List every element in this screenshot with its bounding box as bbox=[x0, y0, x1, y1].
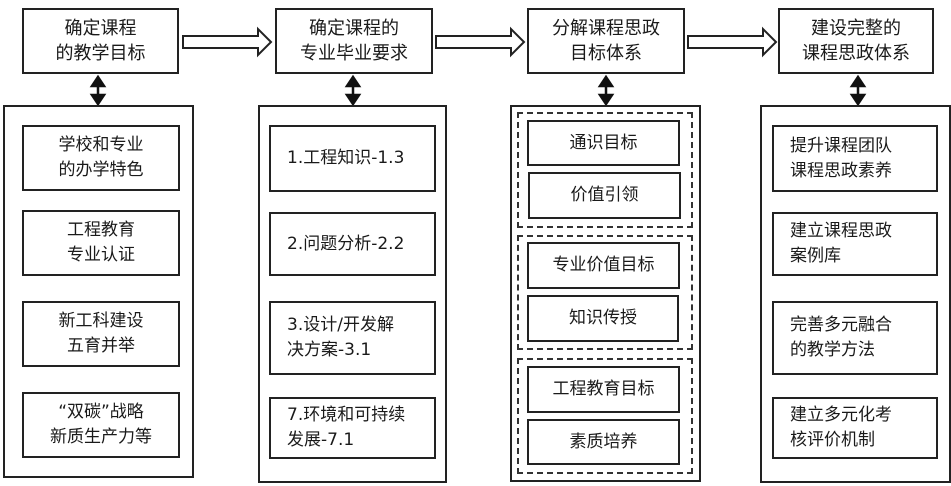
step-box-3: 分解课程思政 目标体系 bbox=[527, 8, 685, 74]
step-title: 确定课程 的教学目标 bbox=[55, 18, 146, 64]
double-arrow-col2 bbox=[344, 74, 362, 107]
focus-box: 知识传授 bbox=[527, 295, 679, 342]
item-text: 1.工程知识-1.3 bbox=[287, 148, 405, 168]
item-text: 新工科建设 五育并举 bbox=[58, 311, 144, 356]
item-text: 3.设计/开发解 决方案-3.1 bbox=[287, 315, 394, 360]
column4-item: 建立课程思政 案例库 bbox=[772, 212, 938, 276]
goal-box: 通识目标 bbox=[527, 120, 680, 166]
column4-item: 建立多元化考 核评价机制 bbox=[772, 397, 938, 459]
flow-arrow-3-4 bbox=[687, 26, 778, 58]
flow-arrow-1-2 bbox=[182, 26, 273, 58]
goal-group-3 bbox=[517, 358, 693, 474]
goal-box: 专业价值目标 bbox=[527, 242, 680, 289]
goal-group-1 bbox=[517, 112, 693, 228]
item-text: 提升课程团队 课程思政素养 bbox=[790, 135, 892, 181]
focus-box: 素质培养 bbox=[527, 419, 680, 465]
column2-item: 3.设计/开发解 决方案-3.1 bbox=[269, 301, 436, 375]
column1-item: 学校和专业 的办学特色 bbox=[22, 125, 180, 191]
goal-group-2 bbox=[517, 235, 693, 350]
column1-item: 新工科建设 五育并举 bbox=[22, 301, 180, 367]
step-title: 分解课程思政 目标体系 bbox=[552, 18, 660, 64]
column2-item: 2.问题分析-2.2 bbox=[269, 212, 436, 276]
column1-item: “双碳”战略 新质生产力等 bbox=[22, 392, 180, 458]
double-arrow-col4 bbox=[849, 74, 867, 107]
step-box-1: 确定课程 的教学目标 bbox=[22, 8, 179, 74]
item-text: 完善多元融合 的教学方法 bbox=[790, 315, 892, 360]
column4-item: 提升课程团队 课程思政素养 bbox=[772, 125, 938, 192]
column2-item: 7.环境和可持续 发展-7.1 bbox=[269, 397, 436, 459]
item-text: 建立课程思政 案例库 bbox=[790, 221, 892, 266]
step-title: 确定课程的 专业毕业要求 bbox=[300, 18, 408, 64]
focus-text: 素质培养 bbox=[569, 431, 638, 452]
item-text: “双碳”战略 新质生产力等 bbox=[50, 402, 152, 447]
focus-text: 价值引领 bbox=[570, 185, 639, 205]
item-text: 建立多元化考 核评价机制 bbox=[790, 405, 892, 450]
double-arrow-col3 bbox=[597, 74, 615, 107]
item-text: 学校和专业 的办学特色 bbox=[58, 135, 144, 180]
goal-text: 专业价值目标 bbox=[552, 255, 655, 275]
column1-item: 工程教育 专业认证 bbox=[22, 210, 180, 276]
goal-text: 通识目标 bbox=[569, 132, 638, 153]
step-box-4: 建设完整的 课程思政体系 bbox=[778, 8, 934, 74]
item-text: 工程教育 专业认证 bbox=[67, 220, 135, 265]
item-text: 7.环境和可持续 发展-7.1 bbox=[287, 405, 406, 450]
column2-item: 1.工程知识-1.3 bbox=[269, 125, 436, 192]
column4-item: 完善多元融合 的教学方法 bbox=[772, 301, 938, 375]
double-arrow-col1 bbox=[89, 74, 107, 107]
focus-text: 知识传授 bbox=[569, 308, 637, 328]
focus-box: 价值引领 bbox=[528, 172, 681, 219]
step-box-2: 确定课程的 专业毕业要求 bbox=[275, 8, 433, 74]
item-text: 2.问题分析-2.2 bbox=[287, 233, 405, 254]
step-title: 建设完整的 课程思政体系 bbox=[802, 18, 910, 64]
flow-arrow-2-3 bbox=[435, 26, 526, 58]
goal-box: 工程教育目标 bbox=[527, 366, 680, 413]
goal-text: 工程教育目标 bbox=[552, 379, 655, 399]
